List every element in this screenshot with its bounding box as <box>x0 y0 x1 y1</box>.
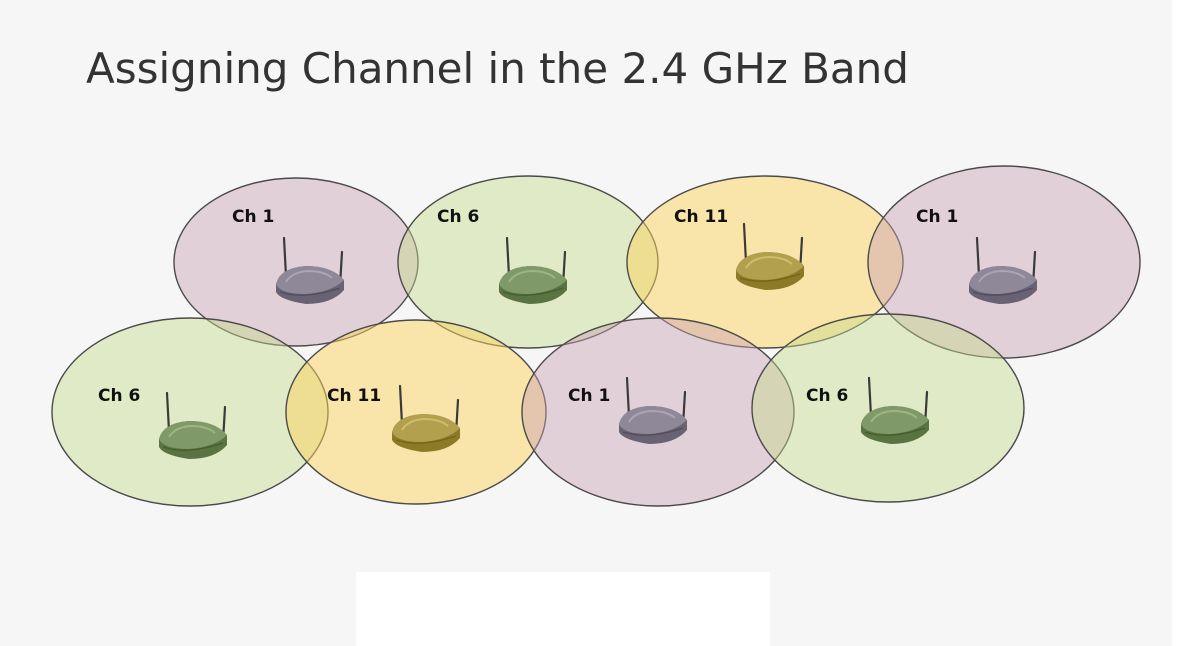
slide-title: Assigning Channel in the 2.4 GHz Band <box>86 44 909 93</box>
channel-label: Ch 6 <box>437 207 479 227</box>
blank-text-box <box>356 572 770 646</box>
channel-label: Ch 11 <box>327 386 381 406</box>
routers-layer <box>159 222 1037 459</box>
wireless-router-icon <box>969 236 1037 304</box>
channel-label: Ch 6 <box>98 386 140 406</box>
channel-label: Ch 11 <box>674 207 728 227</box>
wireless-router-icon <box>276 236 344 304</box>
wireless-router-icon <box>736 222 804 290</box>
wireless-router-icon <box>159 391 227 459</box>
channel-label: Ch 1 <box>916 207 958 227</box>
wireless-router-icon <box>392 384 460 452</box>
wireless-router-icon <box>499 236 567 304</box>
slide-edge <box>1172 0 1182 646</box>
channel-label: Ch 1 <box>232 207 274 227</box>
coverage-cells-layer <box>51 165 1141 507</box>
coverage-cell-bottom-2 <box>285 319 547 505</box>
channel-label: Ch 6 <box>806 386 848 406</box>
coverage-cell-top-1 <box>173 177 419 347</box>
channel-label: Ch 1 <box>568 386 610 406</box>
labels-layer: Ch 1 Ch 6 Ch 11 Ch 1 Ch 6 Ch 11 Ch 1 Ch 6 <box>98 207 958 406</box>
wireless-router-icon <box>861 376 929 444</box>
wireless-router-icon <box>619 376 687 444</box>
